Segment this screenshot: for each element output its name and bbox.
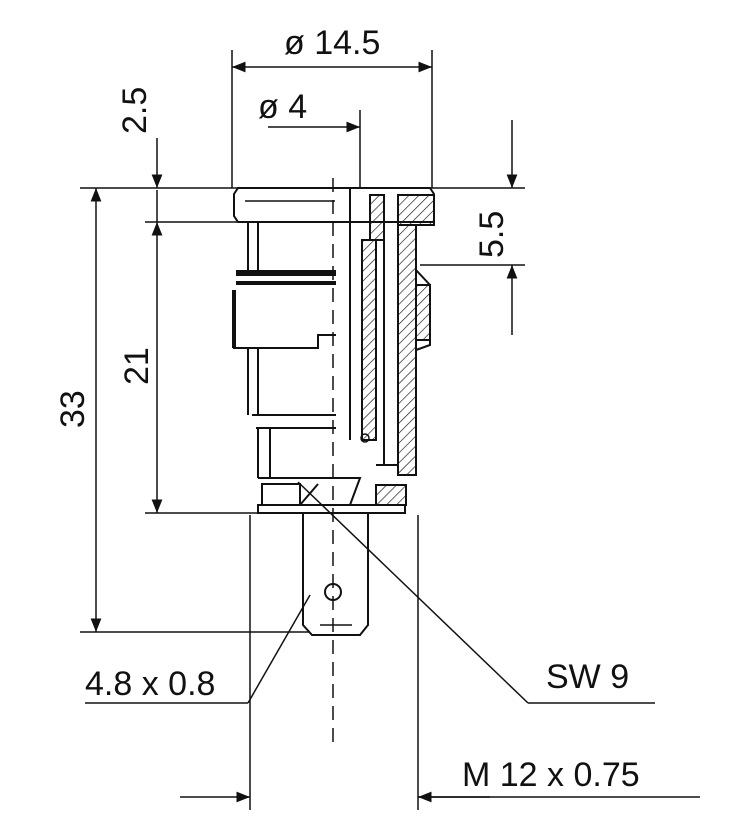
dimension-labels: ø 14.5 ø 4 2.5 5.5 21 33 4.8 x 0.8 SW 9 … [54, 24, 640, 794]
thread-label: M 12 x 0.75 [462, 756, 640, 794]
leader-lines [85, 481, 655, 704]
tab-size-label: 4.8 x 0.8 [85, 665, 215, 703]
top-offset-label: 2.5 [116, 87, 154, 134]
socket-body [232, 187, 435, 514]
outer-diameter-label: ø 14.5 [284, 24, 380, 62]
inner-diameter-label: ø 4 [258, 88, 307, 126]
body-height-label: 21 [118, 347, 156, 385]
total-height-label: 33 [54, 390, 92, 428]
wrench-size-label: SW 9 [546, 658, 629, 696]
dimension-lines [90, 61, 700, 803]
solder-tab [302, 513, 369, 636]
right-height-label: 5.5 [473, 211, 511, 258]
